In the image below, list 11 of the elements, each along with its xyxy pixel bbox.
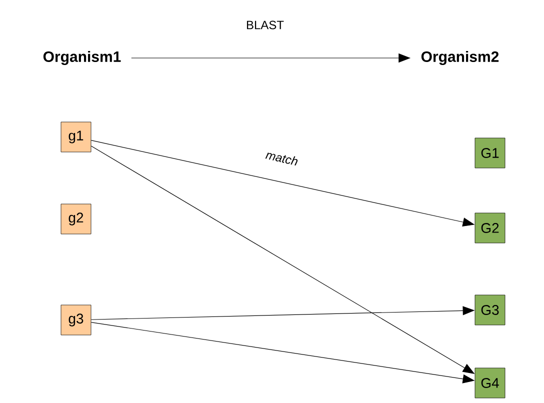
gene-box: g1 <box>60 122 92 152</box>
gene-box: g2 <box>60 204 92 234</box>
organism-label: Organism1 <box>43 50 121 66</box>
edge-label: match <box>265 152 298 166</box>
gene-box: G3 <box>474 294 506 326</box>
gene-box: G1 <box>474 138 506 168</box>
gene-box: G4 <box>474 368 506 398</box>
gene-box: G2 <box>474 212 506 244</box>
edge-label: BLAST <box>246 20 284 30</box>
gene-box: g3 <box>60 304 92 336</box>
organism-label: Organism2 <box>421 50 499 66</box>
